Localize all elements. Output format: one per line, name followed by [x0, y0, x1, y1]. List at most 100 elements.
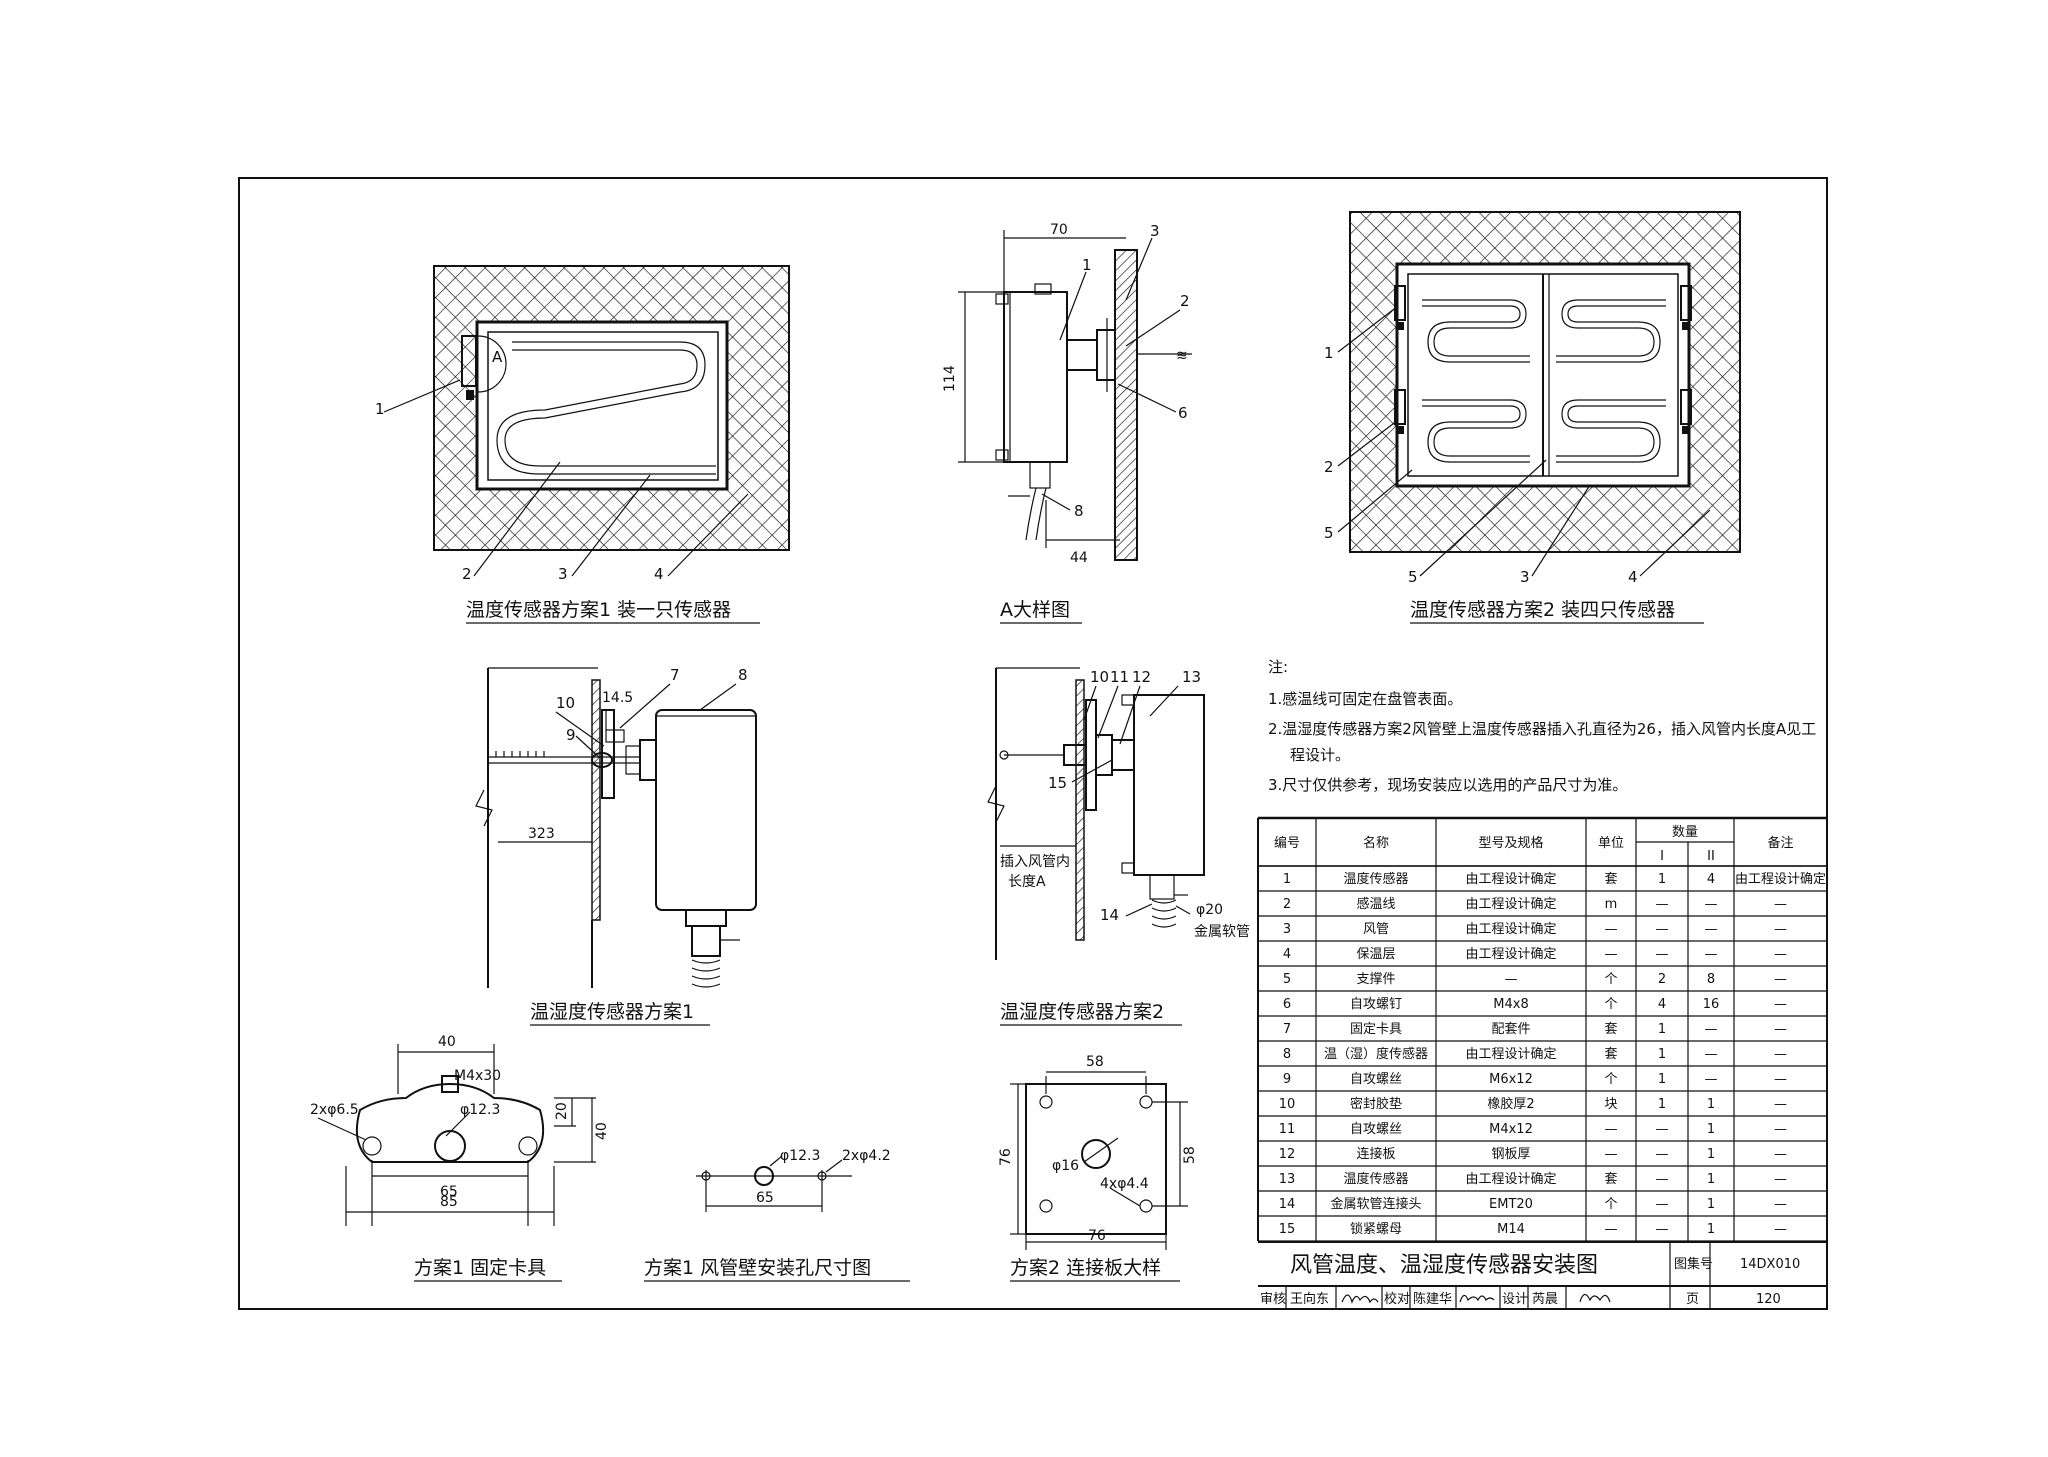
table-cell: 由工程设计确定 — [1465, 1172, 1556, 1187]
note-3: 3.尺寸仅供参考，现场安装应以选用的产品尺寸为准。 — [1268, 776, 1627, 794]
scheme1-callout-2: 2 — [462, 565, 472, 583]
table-cell: 1 — [1707, 1097, 1715, 1112]
reviewer-signature — [1341, 1294, 1379, 1304]
detailA-dim-114: 114 — [942, 365, 958, 392]
table-cell: 金属软管连接头 — [1330, 1196, 1421, 1212]
table-cell: 套 — [1604, 1046, 1617, 1062]
table-cell: — — [1705, 922, 1718, 937]
table-cell: 温度传感器 — [1343, 1171, 1408, 1187]
hum2-callout-13: 13 — [1182, 668, 1201, 686]
plate-dim-58-right: 58 — [1182, 1146, 1198, 1164]
table-cell: — — [1656, 1172, 1669, 1187]
table-subheader-qty-1: I — [1660, 849, 1664, 864]
table-cell: 7 — [1283, 1022, 1291, 1037]
hum2-callout-11: 11 — [1110, 668, 1129, 686]
table-cell: 自攻螺丝 — [1350, 1122, 1402, 1137]
clamp-caption: 方案1 固定卡具 — [414, 1257, 546, 1279]
table-cell: — — [1656, 1222, 1669, 1237]
sheet-border — [238, 177, 1828, 1310]
detailA-dim-70: 70 — [1050, 222, 1068, 238]
table-cell: 由工程设计确定 — [1465, 897, 1556, 912]
note-2-cont: 程设计。 — [1290, 746, 1350, 764]
table-cell: 16 — [1703, 997, 1720, 1012]
table-cell: — — [1605, 1122, 1618, 1137]
table-cell: 1 — [1707, 1122, 1715, 1137]
plate-caption: 方案2 连接板大样 — [1010, 1257, 1161, 1279]
table-cell: 由工程设计确定 — [1465, 947, 1556, 962]
table-cell: — — [1656, 1122, 1669, 1137]
table-cell: 1 — [1707, 1197, 1715, 1212]
hum2-callout-15: 15 — [1048, 774, 1067, 792]
table-cell: — — [1774, 1072, 1787, 1087]
table-cell: 1 — [1707, 1222, 1715, 1237]
table-cell: 1 — [1658, 872, 1666, 887]
plate-dim-76-left: 76 — [998, 1148, 1014, 1166]
table-cell: 1 — [1283, 872, 1291, 887]
plate-figure: 58 76 58 φ16 4xφ4.4 76 方案2 连接板大样 — [998, 1054, 1198, 1282]
table-cell: 6 — [1283, 997, 1291, 1012]
table-cell: — — [1774, 1097, 1787, 1112]
table-cell: — — [1705, 947, 1718, 962]
hum2-diameter: φ20 — [1196, 902, 1223, 918]
table-header: 数量 — [1672, 825, 1698, 840]
clamp-dim-85: 85 — [440, 1194, 458, 1210]
table-cell: 1 — [1707, 1172, 1715, 1187]
table-cell: 保温层 — [1356, 947, 1395, 962]
detailA-callout-8: 8 — [1074, 502, 1084, 520]
note-2: 2.温湿度传感器方案2风管壁上温度传感器插入孔直径为26，插入风管内长度A见工 — [1268, 720, 1816, 738]
table-cell: — — [1774, 1172, 1787, 1187]
holes-dim-65: 65 — [756, 1190, 774, 1206]
table-cell: — — [1656, 947, 1669, 962]
hum1-callout-10: 10 — [556, 694, 575, 712]
hum2-figure: 插入风管内 长度A 10 11 12 13 15 14 φ20 金属软管 温湿度… — [987, 667, 1250, 1026]
table-cell: 由工程设计确定 — [1465, 1047, 1556, 1062]
clamp-dim-m4x30: M4x30 — [454, 1068, 501, 1084]
detailA-callout-2: 2 — [1180, 292, 1190, 310]
table-cell: — — [1774, 922, 1787, 937]
table-cell: 11 — [1279, 1122, 1296, 1137]
hum2-insert-label-1: 插入风管内 — [1000, 854, 1070, 870]
scheme1-callout-4: 4 — [654, 565, 664, 583]
title-block: 风管温度、温湿度传感器安装图 图集号 14DX010 审核 王向东 校对 陈建华… — [1258, 1241, 1827, 1309]
table-cell: — — [1605, 1147, 1618, 1162]
table-subheader-qty-2: II — [1707, 849, 1715, 864]
holes-caption: 方案1 风管壁安装孔尺寸图 — [644, 1257, 871, 1279]
table-cell: — — [1774, 997, 1787, 1012]
table-cell: — — [1774, 972, 1787, 987]
table-cell: 橡胶厚2 — [1487, 1096, 1534, 1112]
hum1-dim-14.5: 14.5 — [602, 690, 633, 706]
table-cell: — — [1774, 1147, 1787, 1162]
title-block-title: 风管温度、温湿度传感器安装图 — [1290, 1253, 1598, 1278]
scheme1-detail-mark: A — [492, 348, 503, 366]
table-cell: 4 — [1707, 872, 1715, 887]
table-cell: 10 — [1279, 1097, 1296, 1112]
table-cell: — — [1656, 1147, 1669, 1162]
scheme2-callout-5a: 5 — [1324, 524, 1334, 542]
table-cell: m — [1605, 897, 1618, 912]
table-cell: 套 — [1604, 871, 1617, 887]
table-cell: M4x12 — [1489, 1122, 1533, 1137]
checker-signature — [1459, 1294, 1495, 1303]
detailA-callout-3: 3 — [1150, 222, 1160, 240]
table-header: 备注 — [1767, 835, 1793, 851]
table-cell: 1 — [1658, 1097, 1666, 1112]
table-cell: 套 — [1604, 1171, 1617, 1187]
table-cell: EMT20 — [1489, 1197, 1533, 1212]
table-cell: 由工程设计确定 — [1465, 922, 1556, 937]
detailA-callout-1: 1 — [1082, 256, 1092, 274]
clamp-dim-phi12.3: φ12.3 — [460, 1102, 500, 1118]
table-header: 名称 — [1363, 835, 1389, 851]
table-cell: — — [1705, 1072, 1718, 1087]
table-cell: — — [1774, 1222, 1787, 1237]
scheme2-callout-4: 4 — [1628, 568, 1638, 586]
table-cell: 支撑件 — [1356, 972, 1395, 987]
table-cell: 密封胶垫 — [1350, 1096, 1402, 1112]
plate-dim-phi16: φ16 — [1052, 1158, 1079, 1174]
table-cell: 锁紧螺母 — [1350, 1221, 1402, 1237]
table-cell: — — [1774, 1047, 1787, 1062]
check-label: 校对 — [1384, 1291, 1410, 1307]
table-cell: 8 — [1707, 972, 1715, 987]
table-cell: M14 — [1497, 1222, 1525, 1237]
